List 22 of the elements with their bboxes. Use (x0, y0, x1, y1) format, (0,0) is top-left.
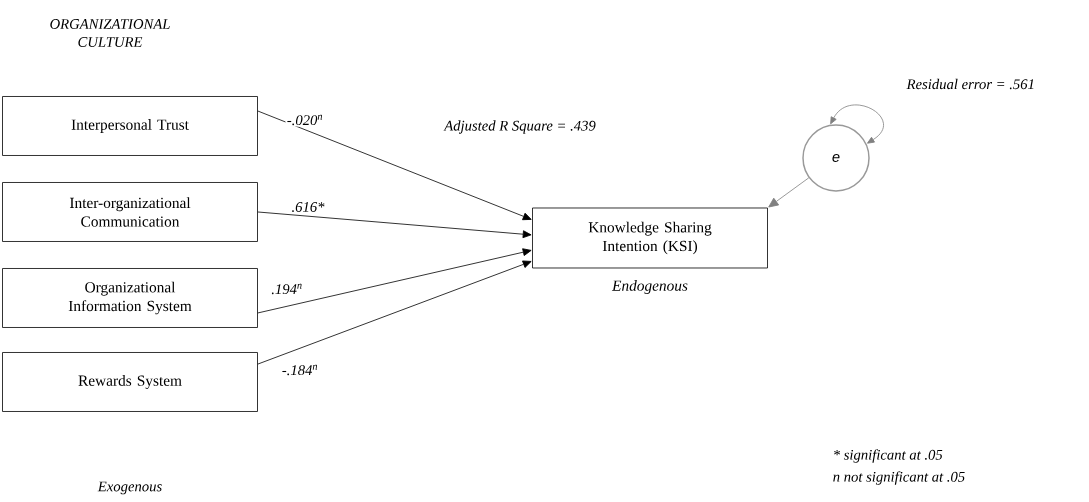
legend-note: * significant at .05 (834, 449, 943, 463)
fit-statistic: Adjusted R Square = .439 (443, 120, 596, 134)
arrow (257, 110, 532, 221)
arrow (257, 260, 532, 365)
edge-label: .194$^{n}$ (271, 283, 302, 295)
edge-label: Residual error = .561 (906, 78, 1034, 90)
arrow (768, 177, 810, 208)
arrow (257, 211, 532, 239)
variable-box: Inter-organizational Communication (2, 182, 258, 242)
caption-text: Exogenous (97, 481, 162, 495)
edge-label: -.184$^{n}$ (282, 364, 318, 376)
legend-note: n not significant at .05 (833, 471, 965, 485)
variable-box: Knowledge Sharing Intention (KSI) (532, 207, 768, 269)
variable-box: Rewards System (2, 352, 258, 412)
variable-box: Interpersonal Trust (2, 96, 258, 156)
group-title: ORGANIZATIONAL CULTURE (50, 19, 170, 47)
arrow (257, 248, 532, 314)
loop-arrow (830, 104, 884, 144)
edge-label: .616* (292, 202, 325, 212)
variable-box: Organizational Information System (2, 268, 258, 328)
caption-text: Endogenous (611, 280, 688, 294)
edge-label: -.020$^{n}$ (287, 114, 323, 126)
